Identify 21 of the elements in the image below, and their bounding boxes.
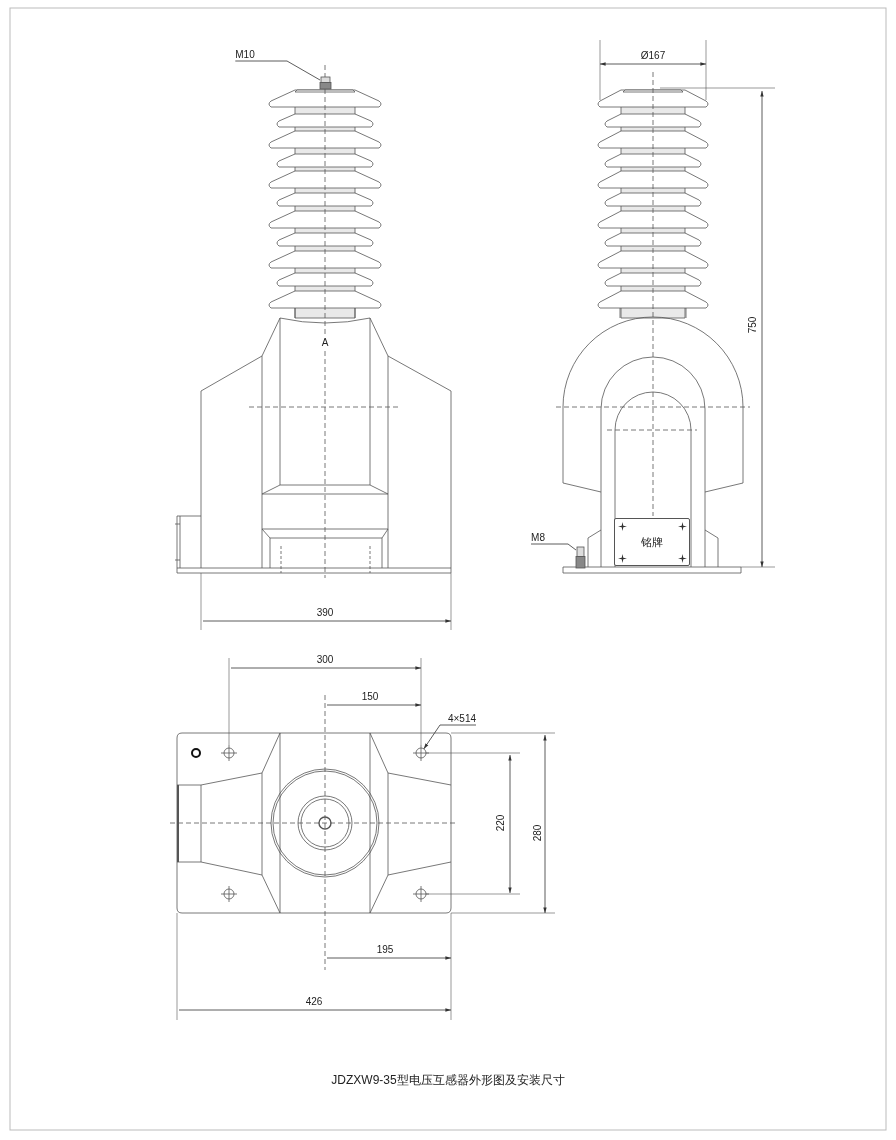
dimension-label: 426 bbox=[305, 996, 323, 1008]
terminal-bolt bbox=[319, 76, 332, 90]
leader-line bbox=[530, 543, 577, 551]
dimension-label: Ø167 bbox=[640, 50, 666, 62]
part-label: M8 bbox=[531, 532, 545, 544]
view-label: A bbox=[321, 337, 329, 349]
dimension-label: 280 bbox=[532, 824, 544, 842]
dimension-label: 750 bbox=[747, 316, 759, 334]
mounting-hole bbox=[412, 744, 430, 762]
dimension-label: 300 bbox=[316, 654, 334, 666]
terminal-bolt bbox=[575, 546, 586, 569]
nameplate bbox=[614, 518, 690, 566]
leader-line bbox=[234, 60, 321, 81]
dimension-label: 390 bbox=[316, 607, 334, 619]
nameplate-label: 铭牌 bbox=[641, 534, 663, 550]
part-label: M10 bbox=[235, 49, 255, 61]
dimension-label: 195 bbox=[376, 944, 394, 956]
dimension-label: 150 bbox=[361, 691, 379, 703]
dimension-label: 220 bbox=[495, 814, 507, 832]
part-label: 4×514 bbox=[447, 713, 477, 725]
caption: JDZXW9-35型电压互感器外形图及安装尺寸 bbox=[331, 1071, 565, 1089]
